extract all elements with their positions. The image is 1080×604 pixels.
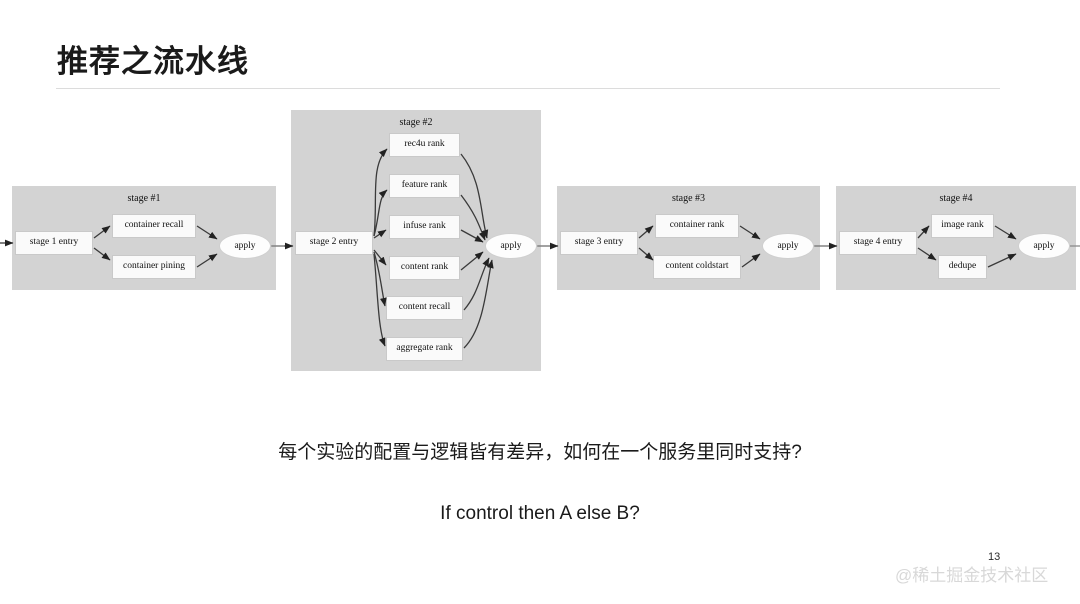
- stage-4-node-dedupe[interactable]: dedupe: [938, 255, 987, 279]
- stage-2-node-feature-rank[interactable]: feature rank: [389, 174, 460, 198]
- stage-2-node-content-recall[interactable]: content recall: [386, 296, 463, 320]
- stage-4-label: stage #4: [939, 193, 973, 204]
- stage-2-node-infuse-rank[interactable]: infuse rank: [389, 215, 460, 239]
- title-divider: [56, 88, 1000, 89]
- stage-2-node-rec4u-rank[interactable]: rec4u rank: [389, 133, 460, 157]
- stage-1-label: stage #1: [127, 193, 161, 204]
- stage-4-node-image-rank[interactable]: image rank: [931, 214, 994, 238]
- stage-3-label: stage #3: [671, 193, 706, 204]
- stage-4-apply[interactable]: apply: [1018, 233, 1070, 259]
- stage-1-entry[interactable]: stage 1 entry: [15, 231, 93, 255]
- stage-1-apply[interactable]: apply: [219, 233, 271, 259]
- stage-3-entry[interactable]: stage 3 entry: [560, 231, 638, 255]
- page-number: 13: [988, 551, 1001, 563]
- stage-3-apply[interactable]: apply: [762, 233, 814, 259]
- question-line-1: 每个实验的配置与逻辑皆有差异，如何在一个服务里同时支持?: [278, 442, 802, 463]
- watermark: @稀土掘金技术社区: [895, 566, 1049, 585]
- stage-4-entry[interactable]: stage 4 entry: [839, 231, 917, 255]
- stage-3-node-container-rank[interactable]: container rank: [655, 214, 739, 238]
- stage-2-node-content-rank[interactable]: content rank: [389, 256, 460, 280]
- stage-2-apply[interactable]: apply: [485, 233, 537, 259]
- stage-1-node-container-recall[interactable]: container recall: [112, 214, 196, 238]
- question-line-2: If control then A else B?: [440, 503, 640, 524]
- stage-2-entry[interactable]: stage 2 entry: [295, 231, 373, 255]
- stage-2-label: stage #2: [399, 117, 433, 128]
- stage-2-node-aggregate-rank[interactable]: aggregate rank: [386, 337, 463, 361]
- stage-3-node-content-coldstart[interactable]: content coldstart: [653, 255, 741, 279]
- pipeline-diagram: stage #1 stage 1 entry container recall …: [0, 100, 1080, 390]
- page-title: 推荐之流水线: [57, 44, 249, 79]
- stage-1-node-container-pining[interactable]: container pining: [112, 255, 196, 279]
